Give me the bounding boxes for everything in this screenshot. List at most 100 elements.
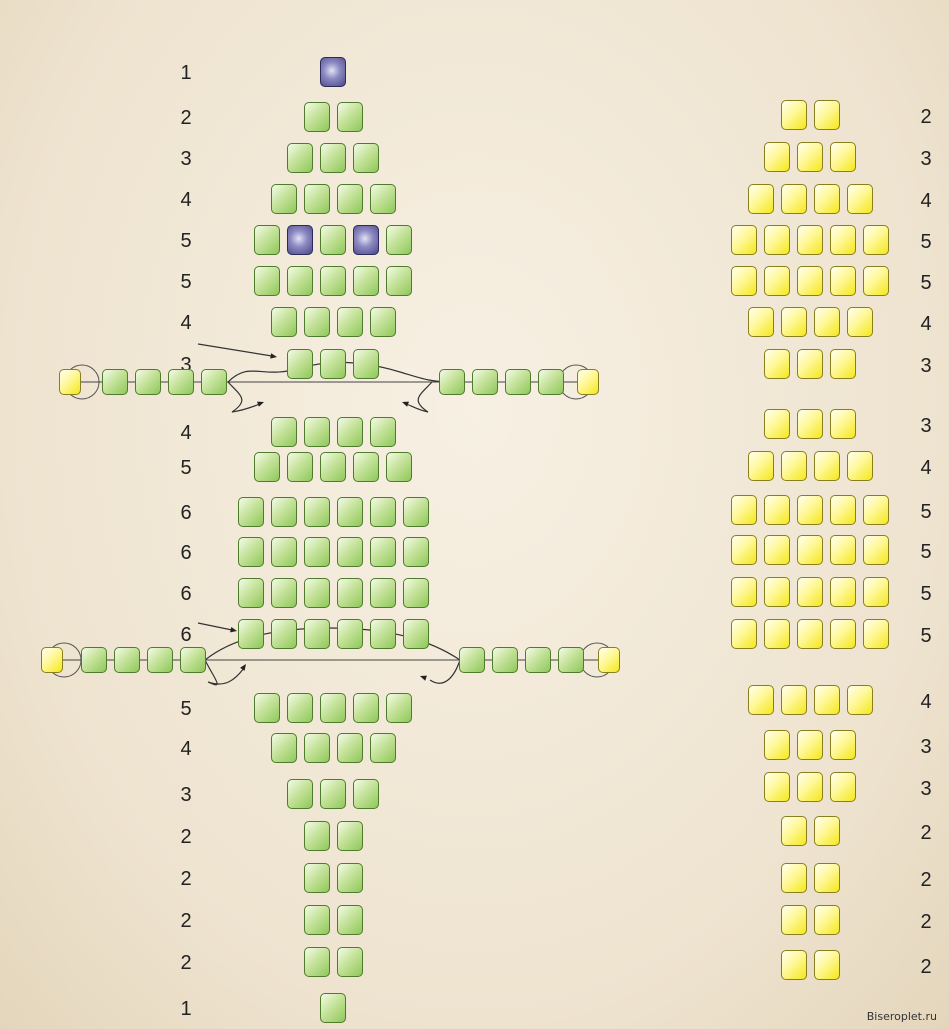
wing-bead-right <box>439 369 465 395</box>
thread-curve <box>228 382 262 412</box>
row-label-left: 2 <box>174 108 198 128</box>
yellow-bead <box>830 535 856 565</box>
row-label-right: 4 <box>914 458 938 478</box>
thread-arrowhead <box>402 402 409 407</box>
wing-bead-left <box>135 369 161 395</box>
row-label-left: 2 <box>174 953 198 973</box>
yellow-bead <box>830 772 856 802</box>
yellow-bead <box>814 863 840 893</box>
yellow-bead <box>781 863 807 893</box>
thread-curve <box>430 660 460 683</box>
green-bead <box>320 779 346 809</box>
green-bead <box>370 733 396 763</box>
green-bead <box>337 947 363 977</box>
green-bead <box>304 905 330 935</box>
yellow-bead <box>781 816 807 846</box>
green-bead <box>353 266 379 296</box>
thread-arrowhead <box>240 664 246 671</box>
green-bead <box>320 225 346 255</box>
purple-bead <box>287 225 313 255</box>
green-bead <box>337 307 363 337</box>
green-bead <box>254 452 280 482</box>
green-bead <box>271 733 297 763</box>
row-label-right: 5 <box>914 542 938 562</box>
green-bead <box>304 821 330 851</box>
row-label-left: 1 <box>174 999 198 1019</box>
yellow-bead <box>764 142 790 172</box>
yellow-bead <box>797 495 823 525</box>
row-label-left: 6 <box>174 503 198 523</box>
green-bead <box>337 863 363 893</box>
thread-curve <box>205 660 244 685</box>
green-bead <box>287 143 313 173</box>
wing-bead-right <box>472 369 498 395</box>
wing-bead-left <box>168 369 194 395</box>
green-bead <box>304 417 330 447</box>
wing-bead-right <box>492 647 518 673</box>
green-bead <box>337 497 363 527</box>
row-label-right: 3 <box>914 149 938 169</box>
green-bead <box>304 947 330 977</box>
yellow-bead <box>781 307 807 337</box>
green-bead <box>386 693 412 723</box>
yellow-bead <box>797 349 823 379</box>
purple-bead <box>320 57 346 87</box>
yellow-bead <box>797 142 823 172</box>
yellow-bead <box>781 685 807 715</box>
green-bead <box>304 307 330 337</box>
yellow-bead <box>814 100 840 130</box>
wing-bead-right <box>525 647 551 673</box>
yellow-bead <box>830 577 856 607</box>
yellow-bead <box>814 905 840 935</box>
green-bead <box>287 349 313 379</box>
yellow-bead <box>797 535 823 565</box>
green-bead <box>337 417 363 447</box>
green-bead <box>370 184 396 214</box>
yellow-bead <box>764 495 790 525</box>
row-label-left: 1 <box>174 63 198 83</box>
wing-tip-bead-left <box>41 647 63 673</box>
green-bead <box>370 537 396 567</box>
green-bead <box>238 619 264 649</box>
yellow-bead <box>764 266 790 296</box>
yellow-bead <box>731 535 757 565</box>
yellow-bead <box>814 685 840 715</box>
yellow-bead <box>797 266 823 296</box>
green-bead <box>304 102 330 132</box>
yellow-bead <box>764 409 790 439</box>
pointer-arrowhead <box>270 353 277 358</box>
yellow-bead <box>830 619 856 649</box>
green-bead <box>287 693 313 723</box>
green-bead <box>403 537 429 567</box>
row-label-right: 5 <box>914 626 938 646</box>
row-label-right: 2 <box>914 912 938 932</box>
yellow-bead <box>797 225 823 255</box>
green-bead <box>386 266 412 296</box>
row-label-left: 6 <box>174 584 198 604</box>
wing-bead-right <box>538 369 564 395</box>
green-bead <box>320 349 346 379</box>
yellow-bead <box>863 495 889 525</box>
row-label-left: 5 <box>174 699 198 719</box>
row-label-left: 5 <box>174 458 198 478</box>
yellow-bead <box>814 184 840 214</box>
green-bead <box>254 693 280 723</box>
yellow-bead <box>764 535 790 565</box>
yellow-bead <box>797 619 823 649</box>
wing-bead-left <box>201 369 227 395</box>
wing-bead-left <box>81 647 107 673</box>
row-label-right: 3 <box>914 779 938 799</box>
green-bead <box>370 578 396 608</box>
row-label-left: 5 <box>174 231 198 251</box>
green-bead <box>320 993 346 1023</box>
green-bead <box>304 863 330 893</box>
row-label-right: 2 <box>914 870 938 890</box>
green-bead <box>271 619 297 649</box>
row-label-left: 5 <box>174 272 198 292</box>
green-bead <box>370 417 396 447</box>
green-bead <box>304 537 330 567</box>
yellow-bead <box>731 619 757 649</box>
green-bead <box>238 497 264 527</box>
yellow-bead <box>781 950 807 980</box>
green-bead <box>337 102 363 132</box>
